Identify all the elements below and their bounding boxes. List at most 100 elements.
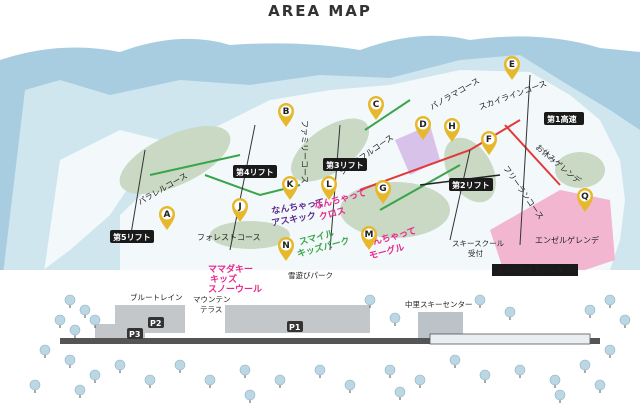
tree-crown xyxy=(314,364,326,376)
tree xyxy=(579,359,591,373)
tree-crown xyxy=(79,304,91,316)
map-pin-letter: K xyxy=(287,180,295,190)
tree-crown xyxy=(384,364,396,376)
parking-p3-label: P3 xyxy=(129,330,140,339)
map-pin-letter: M xyxy=(365,230,374,240)
map-pin-letter: Q xyxy=(581,192,589,202)
lift-label-5[interactable]: 第5リフト xyxy=(110,230,154,243)
facility-ski-school-1: スキースクール xyxy=(452,239,505,248)
tree xyxy=(594,379,606,393)
map-pin-letter: B xyxy=(283,107,290,117)
map-pin-j[interactable]: J xyxy=(232,198,248,222)
tree xyxy=(504,306,516,320)
tree xyxy=(89,369,101,383)
tree xyxy=(64,354,76,368)
lift-label-4-box xyxy=(233,165,277,178)
tree-crown xyxy=(474,294,486,306)
tree-crown xyxy=(204,374,216,386)
grass-patch xyxy=(291,118,369,182)
tree-crown xyxy=(114,359,126,371)
facility-ski-school-2: 受付 xyxy=(468,248,483,258)
lift-label-1-text: 第1高速 xyxy=(547,114,577,124)
map-pin-letter: L xyxy=(326,180,332,190)
tree xyxy=(549,374,561,388)
parking-p1-badge xyxy=(287,321,303,332)
tree xyxy=(69,324,81,338)
facility-mountain-terrace-1: マウンテン xyxy=(193,295,231,304)
lift-label-2-text: 第2リフト xyxy=(452,180,490,190)
map-pin-center xyxy=(280,239,292,251)
tree xyxy=(554,389,566,403)
tree-crown xyxy=(364,294,376,306)
snow-main xyxy=(120,70,625,270)
tree-crown xyxy=(274,374,286,386)
map-pin-b[interactable]: B xyxy=(278,103,294,127)
tree xyxy=(239,364,251,378)
lift-label-4-text: 第4リフト xyxy=(236,167,274,177)
tree xyxy=(414,374,426,388)
map-pin-e[interactable]: E xyxy=(504,56,520,80)
map-pin-center xyxy=(280,105,292,117)
tree-crown xyxy=(619,314,631,326)
lift-label-1[interactable]: 第1高速 xyxy=(544,112,584,125)
map-pin-n[interactable]: N xyxy=(278,237,294,261)
tree-crown xyxy=(449,354,461,366)
tree-crown xyxy=(54,314,66,326)
map-pin-center xyxy=(370,98,382,110)
tree-crown xyxy=(89,314,101,326)
park-label-school-3: スノーウール xyxy=(208,284,262,295)
tree-crown xyxy=(394,386,406,398)
tree-crown xyxy=(414,374,426,386)
tree-crown xyxy=(69,324,81,336)
lift-label-3[interactable]: 第3リフト xyxy=(323,158,367,171)
grass-patch xyxy=(340,182,450,238)
tree xyxy=(384,364,396,378)
tree xyxy=(74,384,86,398)
course-label-angel: エンゼルゲレンデ xyxy=(535,235,599,245)
tree-crown xyxy=(64,294,76,306)
tree xyxy=(204,374,216,388)
map-pin-k[interactable]: K xyxy=(282,176,298,200)
map-pin-center xyxy=(506,58,518,70)
map-pin-a[interactable]: A xyxy=(159,206,175,230)
railway xyxy=(60,338,600,344)
map-pin-h[interactable]: H xyxy=(444,118,460,142)
map-pin-letter: F xyxy=(486,135,492,145)
map-pin-c[interactable]: C xyxy=(368,96,384,120)
tree-crown xyxy=(39,344,51,356)
tree-crown xyxy=(604,344,616,356)
tree xyxy=(619,314,631,328)
map-pin-center xyxy=(446,120,458,132)
map-pin-letter: J xyxy=(237,202,241,212)
map-pin-g[interactable]: G xyxy=(375,180,391,204)
tree-crown xyxy=(174,359,186,371)
map-pin-center xyxy=(284,178,296,190)
map-pin-center xyxy=(363,228,375,240)
park-label-school-2: キッズ xyxy=(210,273,237,285)
lift-label-4[interactable]: 第4リフト xyxy=(233,165,277,178)
tree-crown xyxy=(89,369,101,381)
tree xyxy=(364,294,376,308)
map-pin-d[interactable]: D xyxy=(415,116,431,140)
lift-line xyxy=(449,149,471,241)
tree-crown xyxy=(479,369,491,381)
map-pin-letter: E xyxy=(509,60,515,70)
tree-crown xyxy=(579,359,591,371)
map-pin-m[interactable]: M xyxy=(361,226,377,250)
map-pin-center xyxy=(161,208,173,220)
lift-label-2[interactable]: 第2リフト xyxy=(449,178,493,191)
grass-patch xyxy=(555,152,605,188)
map-pin-letter: A xyxy=(164,210,171,220)
map-pin-center xyxy=(234,200,246,212)
map-pin-center xyxy=(417,118,429,130)
tree xyxy=(479,369,491,383)
map-pin-l[interactable]: L xyxy=(321,176,337,200)
course-label-family: ファミリーコース xyxy=(300,120,309,184)
tree xyxy=(39,344,51,358)
map-pin-f[interactable]: F xyxy=(481,131,497,155)
tree xyxy=(389,312,401,326)
trees xyxy=(29,294,631,403)
map-pin-q[interactable]: Q xyxy=(577,188,593,212)
pins: A B C D E F G H J K L M N Q xyxy=(159,56,593,261)
